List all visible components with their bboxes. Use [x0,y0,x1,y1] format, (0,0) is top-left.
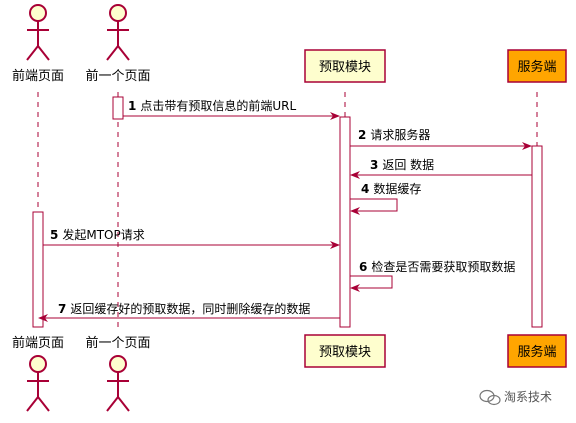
participant-server-top: 服务端 [507,49,567,83]
participant-label: 前一个页面 [85,68,150,84]
actor-previous-page-top: 前一个页面 [85,4,151,84]
watermark: 淘系技术 [479,389,552,406]
self-arrow [350,198,398,215]
participant-prefetch-module-bottom: 预取模块 [304,334,386,368]
activation-server [531,145,543,328]
lifelines [37,92,538,330]
self-arrow [350,275,393,292]
participant-label: 预取模块 [319,345,371,360]
participant-label: 前一个页面 [85,335,150,351]
participant-label: 前端页面 [12,68,64,84]
wechat-icon [479,389,501,406]
activations [32,96,543,328]
actor-frontend-page-bottom: 前端页面 [12,335,64,412]
participant-label: 预取模块 [319,60,371,75]
participant-label: 服务端 [517,344,556,360]
participant-server-bottom: 服务端 [507,334,567,368]
participant-label: 服务端 [517,59,556,75]
actor-figure-icon [26,355,50,412]
activation-previous-page [112,96,124,120]
actor-figure-icon [106,4,130,61]
actor-figure-icon [106,355,130,412]
activation-prefetch-module [339,116,351,328]
activation-frontend-page [32,211,44,328]
actor-frontend-page-top: 前端页面 [12,4,64,84]
participant-prefetch-module-top: 预取模块 [304,49,386,83]
actor-previous-page-bottom: 前一个页面 [85,335,151,412]
actor-figure-icon [26,4,50,61]
watermark-text: 淘系技术 [504,390,552,404]
participant-label: 前端页面 [12,335,64,351]
